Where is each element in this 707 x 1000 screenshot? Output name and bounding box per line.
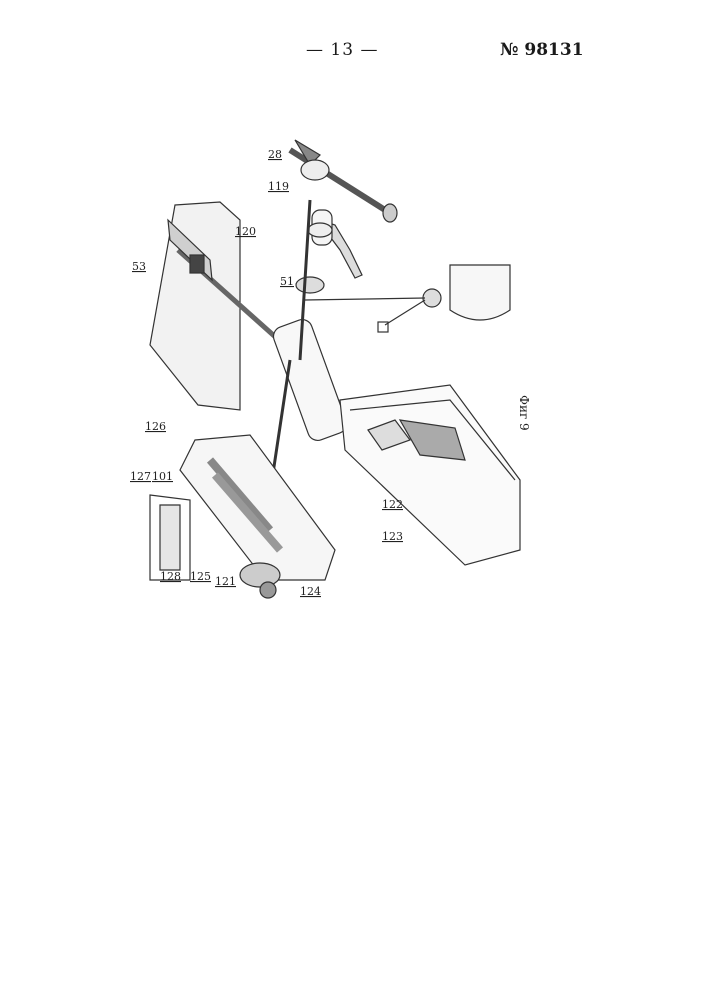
label-119: 119	[268, 180, 289, 193]
figure-caption: Фиг 9	[517, 395, 531, 431]
label-126: 126	[145, 420, 166, 433]
label-120: 120	[235, 225, 256, 238]
label-28: 28	[268, 148, 282, 161]
label-51: 51	[280, 275, 294, 288]
label-128: 128	[160, 570, 181, 583]
label-121: 121	[215, 575, 236, 588]
label-127: 127	[130, 470, 151, 483]
mechanism-figure: 28 119 120 53 51 126 127 101 122 123 128…	[120, 110, 560, 610]
page-number: — 13 —	[306, 40, 378, 60]
mechanism-drawing: 28 119 120 53 51 126 127 101 122 123 128…	[120, 110, 560, 610]
patent-number: № 98131	[500, 40, 584, 60]
label-122: 122	[382, 498, 403, 511]
label-124: 124	[300, 585, 321, 598]
label-101: 101	[152, 470, 173, 483]
label-53: 53	[132, 260, 146, 273]
label-125: 125	[190, 570, 211, 583]
label-123: 123	[382, 530, 403, 543]
